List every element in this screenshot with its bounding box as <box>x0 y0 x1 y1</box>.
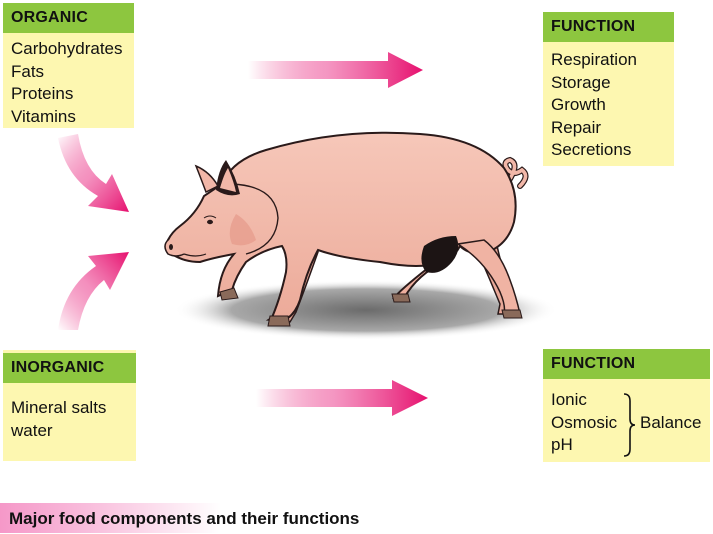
organic-title: ORGANIC <box>3 3 134 33</box>
balance-item: pH <box>551 435 573 454</box>
caption-text: Major food components and their function… <box>9 509 360 528</box>
balance-label: Balance <box>640 413 702 432</box>
inorganic-list: Mineral salts water <box>3 383 136 448</box>
inorganic-item: water <box>11 420 53 440</box>
function-inorganic-title: FUNCTION <box>543 349 710 379</box>
arrow-inorganic-to-function <box>256 380 428 416</box>
balance-item: Ionic <box>551 390 587 409</box>
curly-brace-icon <box>623 393 636 457</box>
function-item: Growth <box>551 95 606 114</box>
function-organic-box: FUNCTION Respiration Storage Growth Repa… <box>543 12 674 166</box>
arrow-organic-to-pig <box>58 134 129 212</box>
arrow-inorganic-to-pig <box>58 252 129 330</box>
inorganic-box: INORGANIC Mineral salts water <box>3 350 136 461</box>
function-item: Secretions <box>551 140 632 159</box>
function-inorganic-list: Ionic Osmosic pH <box>543 379 710 463</box>
inorganic-title: INORGANIC <box>3 353 136 383</box>
function-item: Repair <box>551 117 602 137</box>
figure-caption: Major food components and their function… <box>0 503 460 533</box>
function-organic-title: FUNCTION <box>543 12 674 42</box>
organic-box: ORGANIC Carbohydrates Fats Proteins Vita… <box>3 3 134 128</box>
function-inorganic-box: FUNCTION Ionic Osmosic pH Balance <box>543 349 710 462</box>
inorganic-item: Mineral salts <box>11 398 107 417</box>
organic-item: Carbohydrates <box>11 39 123 58</box>
pig-illustration <box>164 131 558 340</box>
function-organic-list: Respiration Storage Growth Repair Secret… <box>543 42 674 168</box>
balance-item: Osmosic <box>551 412 618 432</box>
organic-list: Carbohydrates Fats Proteins Vitamins <box>3 33 134 134</box>
organic-item: Vitamins <box>11 106 76 126</box>
arrow-organic-to-function <box>248 52 423 88</box>
organic-item: Fats <box>11 61 45 81</box>
function-item: Storage <box>551 72 611 92</box>
function-item: Respiration <box>551 50 637 69</box>
organic-item: Proteins <box>11 84 74 103</box>
